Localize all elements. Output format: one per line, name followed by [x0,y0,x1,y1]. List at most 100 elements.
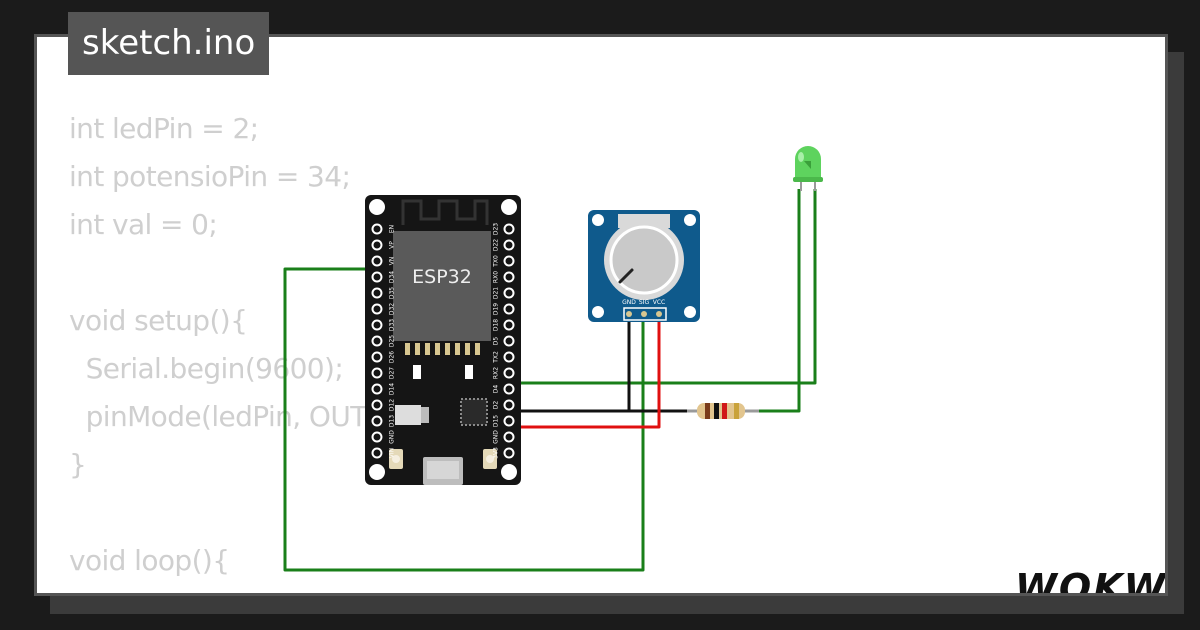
esp32-pin[interactable] [503,271,515,283]
code-line: void setup(){ [69,304,248,337]
esp32-pin-label: GND [493,430,500,444]
wire-d2-to-led [513,189,817,385]
esp32-pin[interactable] [371,287,383,299]
esp32-pin-label: D25 [389,335,396,347]
wokwi-logo-text: WOKWi [1015,566,1168,596]
esp32-pin-label: D12 [389,399,396,411]
resistor-band-3 [722,403,727,419]
esp32-pin-label: 3V3 [493,447,500,459]
wire-gnd-to-pot [513,314,631,413]
resistor-band-2 [714,403,719,419]
esp32-pin-label: D15 [493,415,500,427]
esp32-pin[interactable] [503,319,515,331]
esp32-pin[interactable] [371,447,383,459]
code-line: int ledPin = 2; [69,112,259,145]
esp32-pin-label: D34 [389,271,396,283]
esp32-pin[interactable] [371,223,383,235]
esp32-pin[interactable] [371,319,383,331]
pot-pin-label: GND [622,299,636,306]
resistor[interactable] [687,403,759,419]
esp32-label: ESP32 [412,266,472,288]
esp32-pin-label: D22 [493,239,500,251]
wire-d34-to-sig [283,267,645,572]
esp32-pin[interactable] [371,383,383,395]
esp32-pin[interactable] [371,367,383,379]
esp32-pin[interactable] [503,255,515,267]
esp32-pin-label: D2 [493,401,500,410]
antenna-trace [401,199,489,225]
esp32-pin[interactable] [371,431,383,443]
esp32-pin[interactable] [503,415,515,427]
esp32-pin[interactable] [503,223,515,235]
pot-pin-label: SIG [639,299,650,306]
esp32-pin[interactable] [371,399,383,411]
esp32-pin-label: D18 [493,319,500,331]
code-line: Serial.begin(9600); [69,352,344,385]
wokwi-logo: WOKWi [1015,566,1168,596]
code-line: } [69,448,87,481]
voltage-regulator [395,405,421,425]
green-led[interactable] [793,146,823,191]
esp32-pin-label: D27 [389,367,396,379]
esp32-pin[interactable] [371,271,383,283]
esp32-pin-label: TX0 [493,255,500,268]
esp32-pin-label: TX2 [493,351,500,364]
code-preview: int ledPin = 2; int potensioPin = 34; int … [69,105,510,593]
esp32-pin[interactable] [503,399,515,411]
esp32-pin[interactable] [503,383,515,395]
esp32-pin-label: D33 [389,319,396,331]
esp32-pin-label: D26 [389,351,396,363]
module-pads [405,343,480,355]
esp32-pin-label: D23 [493,223,500,235]
esp32-pin-label: D4 [493,385,500,394]
code-line: int potensioPin = 34; [69,160,351,193]
esp32-pin[interactable] [371,415,383,427]
esp32-pin[interactable] [503,303,515,315]
esp32-pin-label: GND [389,430,396,444]
pot-pin-label: VCC [653,299,665,306]
wire-3v3-to-vcc [513,314,661,429]
resistor-band-4 [734,403,739,419]
esp32-pin[interactable] [503,239,515,251]
esp32-pin[interactable] [371,239,383,251]
esp32-pin-label: D21 [493,287,500,299]
esp32-pin[interactable] [371,303,383,315]
esp32-board[interactable]: ESP32 [365,195,521,485]
code-line: int val = 0; [69,208,218,241]
esp32-pin[interactable] [503,367,515,379]
esp32-pin[interactable] [503,447,515,459]
preview-card: int ledPin = 2; int potensioPin = 34; int … [34,34,1168,596]
esp32-pin[interactable] [371,255,383,267]
esp32-pin[interactable] [503,287,515,299]
esp32-pin-label: D19 [493,303,500,315]
esp32-pin-label: D5 [493,337,500,346]
filename-tab[interactable]: sketch.ino [68,12,270,75]
esp32-pin[interactable] [503,351,515,363]
esp32-pin[interactable] [503,335,515,347]
esp32-pin[interactable] [371,351,383,363]
pot-knob-indicator [618,268,634,284]
esp32-pin-label: VIN [389,448,396,458]
esp32-pin-label: RX2 [493,367,500,379]
wire-resistor-to-led [753,189,801,413]
filename-label: sketch.ino [82,23,256,63]
wires [283,189,817,572]
esp32-pin[interactable] [503,431,515,443]
esp32-pin-label: D32 [389,303,396,315]
esp32-pin-label: D14 [389,383,396,395]
usb-chip [460,398,488,426]
esp32-pin-label: EN [389,225,396,233]
esp32-module [393,231,491,341]
code-line: val = analogRead(potensioPin); [69,585,510,593]
code-line: void loop(){ [69,544,230,577]
esp32-pin-label: VN [389,257,396,266]
esp32-pin-label: VP [389,241,396,249]
esp32-pin-label: D35 [389,287,396,299]
esp32-pin[interactable] [371,335,383,347]
esp32-pin-label: D13 [389,415,396,427]
esp32-pin-label: RX0 [493,271,500,283]
circuit-diagram: ESP32 [283,146,823,572]
